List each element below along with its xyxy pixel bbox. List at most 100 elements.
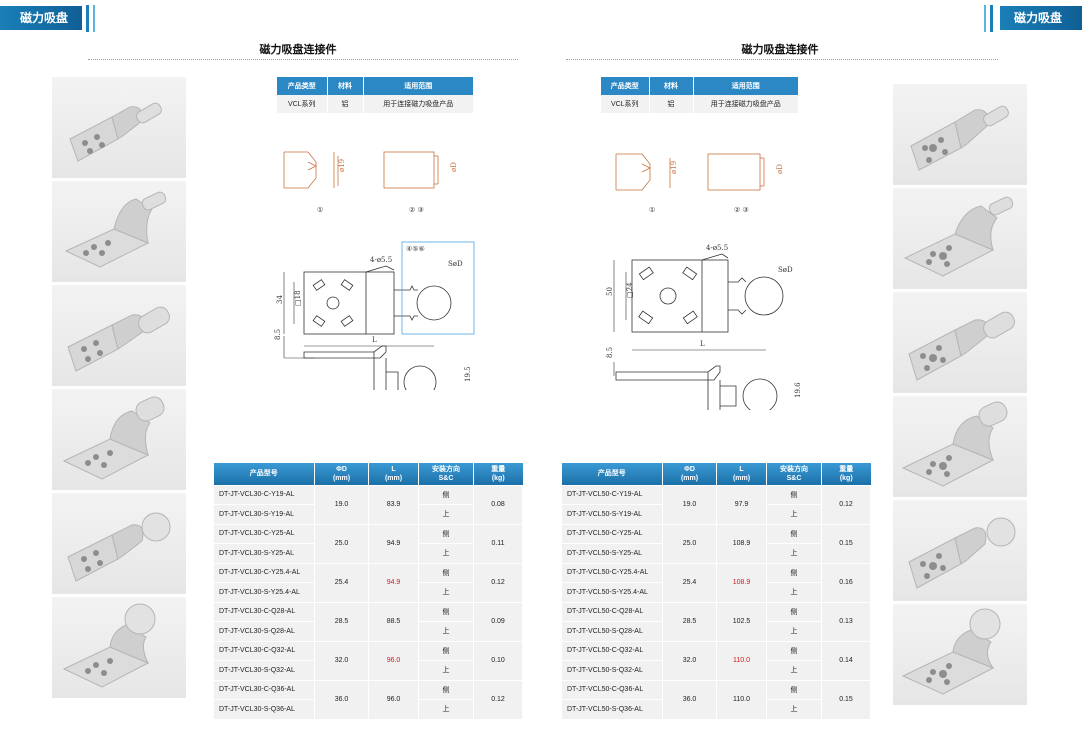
section-badge-left: 磁力吸盘	[0, 6, 82, 30]
direction-cell: 上	[766, 504, 822, 525]
dim-85-label: 8.5	[606, 347, 614, 358]
spec-header-direction: 安装方向 S&C	[418, 463, 474, 485]
weight-cell: 0.12	[821, 484, 871, 525]
length-cell: 108.9	[716, 562, 767, 603]
ball-label: SøD	[448, 260, 463, 268]
dim-85-label: 8.5	[274, 329, 282, 340]
right-technical-drawing: ø19 øD ① ② ③ 4-ø5.5 SøD 50 □24 L 8.5 19.…	[606, 153, 802, 410]
direction-cell: 上	[418, 504, 474, 525]
spec-header-model: 产品型号	[561, 463, 663, 485]
weight-cell: 0.15	[821, 679, 871, 720]
weight-cell: 0.13	[821, 601, 871, 642]
direction-cell: 侧	[766, 601, 822, 622]
product-photo	[52, 389, 186, 490]
left-info-table: 产品类型 材料 适用范围 VCL系列 铝 用于连接磁力吸盘产品	[277, 77, 474, 113]
dim-24-label: □24	[626, 282, 634, 298]
direction-cell: 上	[766, 621, 822, 642]
left-technical-drawing: ø19 øD ① ② ③ ④⑤⑥ 4-ø5.5 SøD 34 □18 L 8.5…	[274, 151, 475, 390]
model-cell: DT-JT-VCL30-C-Y25.4-AL	[213, 562, 315, 583]
length-cell: 96.0	[368, 640, 419, 681]
header-accent-bars-left	[86, 5, 98, 32]
info-header: 适用范围	[363, 77, 474, 95]
info-cell: VCL系列	[277, 95, 328, 113]
spec-header-weight: 重量 (kg)	[821, 463, 871, 485]
diameter-cell: 25.0	[662, 523, 717, 564]
direction-cell: 侧	[418, 640, 474, 661]
dim-L-label: L	[372, 336, 377, 344]
length-cell: 88.5	[368, 601, 419, 642]
direction-cell: 侧	[418, 562, 474, 583]
diaD-label: øD	[450, 162, 458, 172]
circle-1-label: ①	[649, 206, 655, 214]
header-accent-bars-right	[984, 5, 996, 32]
circle-456-label: ④⑤⑥	[406, 245, 425, 253]
direction-cell: 上	[766, 582, 822, 603]
info-header: 材料	[649, 77, 694, 95]
weight-cell: 0.12	[473, 562, 523, 603]
weight-cell: 0.15	[821, 523, 871, 564]
model-cell: DT-JT-VCL30-S-Q28-AL	[213, 621, 315, 642]
model-cell: DT-JT-VCL30-C-Y19-AL	[213, 484, 315, 505]
spec-header-length: L (mm)	[716, 463, 767, 485]
hole-label: 4-ø5.5	[706, 244, 728, 252]
circle-1-label: ①	[317, 206, 323, 214]
length-cell: 110.0	[716, 640, 767, 681]
dim-50-label: 50	[606, 287, 614, 296]
length-cell: 108.9	[716, 523, 767, 564]
model-cell: DT-JT-VCL30-C-Q36-AL	[213, 679, 315, 700]
model-cell: DT-JT-VCL50-S-Y19-AL	[561, 504, 663, 525]
diameter-cell: 25.4	[662, 562, 717, 603]
product-photo	[893, 188, 1027, 289]
model-cell: DT-JT-VCL50-C-Y25-AL	[561, 523, 663, 544]
info-cell: VCL系列	[601, 95, 650, 113]
left-page-title: 磁力吸盘连接件	[259, 44, 337, 56]
weight-cell: 0.10	[473, 640, 523, 681]
circle-23-label: ② ③	[734, 206, 749, 214]
spec-header-diameter: ΦD (mm)	[314, 463, 369, 485]
spec-header-direction: 安装方向 S&C	[766, 463, 822, 485]
model-cell: DT-JT-VCL50-C-Q36-AL	[561, 679, 663, 700]
dia19-label: ø19	[670, 161, 678, 174]
direction-cell: 侧	[418, 679, 474, 700]
length-cell: 97.9	[716, 484, 767, 525]
product-photo	[893, 84, 1027, 185]
dim-196-label: 19.6	[794, 382, 802, 398]
model-cell: DT-JT-VCL30-S-Q32-AL	[213, 660, 315, 681]
product-photo	[52, 285, 186, 386]
model-cell: DT-JT-VCL50-S-Y25-AL	[561, 543, 663, 564]
product-photo	[893, 500, 1027, 601]
model-cell: DT-JT-VCL50-S-Q36-AL	[561, 699, 663, 720]
diameter-cell: 28.5	[662, 601, 717, 642]
diameter-cell: 19.0	[662, 484, 717, 525]
diameter-cell: 36.0	[662, 679, 717, 720]
left-spec-table: 产品型号 ΦD (mm) L (mm) 安装方向 S&C 重量 (kg) DT-…	[213, 463, 523, 720]
length-cell: 96.0	[368, 679, 419, 720]
product-photo	[893, 292, 1027, 393]
info-cell: 铝	[649, 95, 694, 113]
direction-cell: 上	[418, 543, 474, 564]
diameter-cell: 19.0	[314, 484, 369, 525]
product-photo	[893, 604, 1027, 705]
diameter-cell: 25.4	[314, 562, 369, 603]
length-cell: 94.9	[368, 562, 419, 603]
product-photo	[52, 597, 186, 698]
length-cell: 83.9	[368, 484, 419, 525]
model-cell: DT-JT-VCL30-C-Q28-AL	[213, 601, 315, 622]
weight-cell: 0.16	[821, 562, 871, 603]
